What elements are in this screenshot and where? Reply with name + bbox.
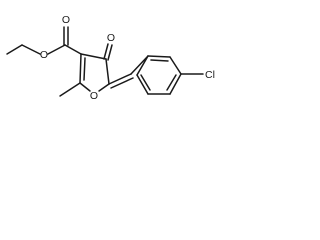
ester-oxygen-label: O: [40, 49, 48, 61]
bond-ring-o1-c5: [98, 83, 110, 92]
molecule-diagram: O O O O Cl: [6, 14, 215, 102]
atom-labels: O O O O Cl: [40, 14, 215, 102]
ring-oxygen-label: O: [90, 90, 98, 102]
bond-phenyl-inner-1: [150, 59, 169, 62]
bond-phenyl-c2-c3: [169, 56, 182, 75]
bond-ring-c3-c4: [80, 53, 107, 60]
bond-ketone-1: [103, 43, 109, 60]
bond-phenyl-inner-2: [166, 74, 177, 91]
bond-phenyl-c5-c6: [136, 74, 149, 95]
chlorine-label: Cl: [205, 69, 215, 81]
bond-phenyl-c6-c1: [136, 55, 149, 76]
bond-ring-c3-c2-inner: [83, 57, 86, 81]
bond-phenyl-c1-c2: [147, 55, 171, 58]
ester-carbonyl-oxygen-label: O: [62, 14, 70, 26]
bond-ring-c3-c2: [79, 53, 82, 84]
bond-ketone-2: [107, 44, 113, 61]
bond-ring-c2-o1: [79, 82, 91, 92]
bond-lines: [6, 26, 204, 97]
bond-exocyclic-2: [110, 77, 134, 89]
bond-phenyl-inner-3: [140, 74, 151, 91]
bond-ch-phenyl: [130, 55, 149, 75]
bond-phenyl-c3-c4: [169, 73, 182, 95]
ketone-oxygen-label: O: [107, 32, 115, 44]
bond-ester-o-c: [47, 44, 66, 55]
bond-methyl: [59, 82, 81, 97]
bond-ring-c5-c4: [105, 58, 110, 85]
bond-exocyclic-1: [108, 73, 132, 85]
bond-ethyl-ch2-o: [21, 44, 41, 55]
bond-ethyl-ch3-ch2: [6, 44, 23, 55]
bond-ester-c-ring: [64, 44, 82, 55]
